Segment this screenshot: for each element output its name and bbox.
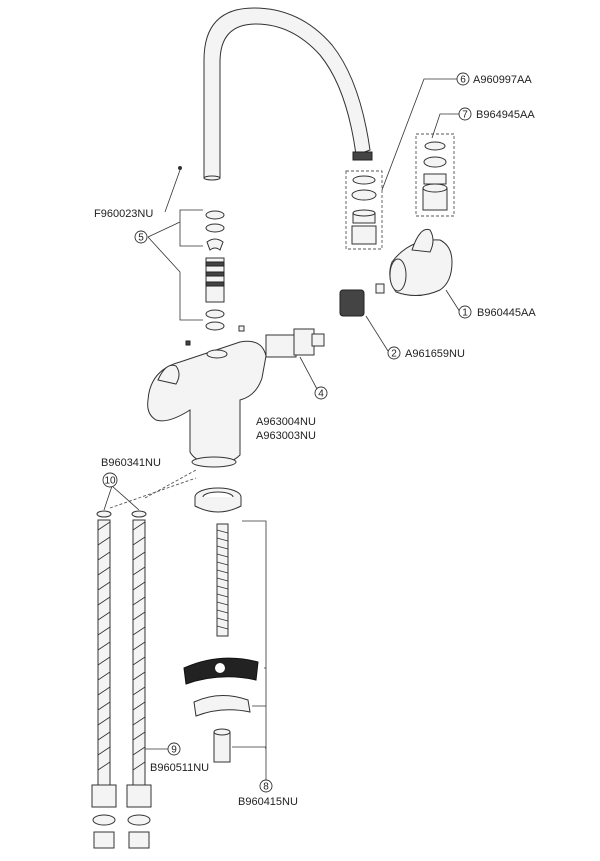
callout-9: 9 B960511NU: [150, 742, 209, 774]
part-code: A963004NU: [256, 416, 316, 428]
callout-number: 9: [171, 745, 177, 756]
lever-handle: [389, 228, 453, 296]
part-code: A961659NU: [405, 348, 465, 360]
flex-hose-left: [91, 510, 117, 849]
part-code: B960341NU: [101, 457, 161, 469]
callout-4: 4 A963004NU A963003NU: [256, 386, 328, 442]
callout-number: 2: [391, 349, 397, 360]
callout-6: 6 A960997AA: [456, 72, 532, 86]
callout-10: B960341NU 10: [101, 457, 161, 488]
callout-number: 4: [318, 389, 324, 400]
callout-number: 8: [263, 782, 269, 793]
part-code-alt: A963003NU: [256, 430, 316, 442]
cartridge: [265, 328, 325, 358]
callout-number: 10: [104, 476, 116, 487]
callout-5: F960023NU 5: [94, 208, 153, 244]
part-code: A960997AA: [473, 74, 532, 86]
aerator-set-6: [345, 170, 383, 250]
flex-hose-right: [126, 510, 152, 849]
horseshoe-washer: [183, 657, 259, 685]
callout-8: 8 B960415NU: [238, 779, 298, 808]
hex-nut: [213, 728, 231, 763]
part-code: B960511NU: [150, 762, 209, 774]
spout: [203, 7, 373, 181]
base-gasket: [194, 487, 242, 513]
aerator-set-7: [415, 133, 455, 217]
clamp-plate: [193, 695, 251, 717]
o-ring-stack: [178, 166, 245, 346]
callout-2: 2 A961659NU: [387, 346, 465, 360]
callout-1: 1 B960445AA: [458, 305, 536, 319]
part-code: B960415NU: [238, 796, 298, 808]
part-code: B960445AA: [477, 307, 536, 319]
cartridge-nut: [339, 283, 385, 317]
leader-lines: [103, 78, 461, 758]
part-code: F960023NU: [94, 208, 153, 220]
callout-7: 7 B964945AA: [458, 107, 535, 121]
faucet-body: [147, 340, 267, 468]
callout-number: 7: [462, 110, 468, 121]
callout-number: 5: [138, 233, 144, 244]
callout-number: 6: [460, 75, 466, 86]
part-code: B964945AA: [476, 109, 535, 121]
threaded-rod: [216, 523, 229, 637]
callout-number: 1: [462, 308, 468, 319]
